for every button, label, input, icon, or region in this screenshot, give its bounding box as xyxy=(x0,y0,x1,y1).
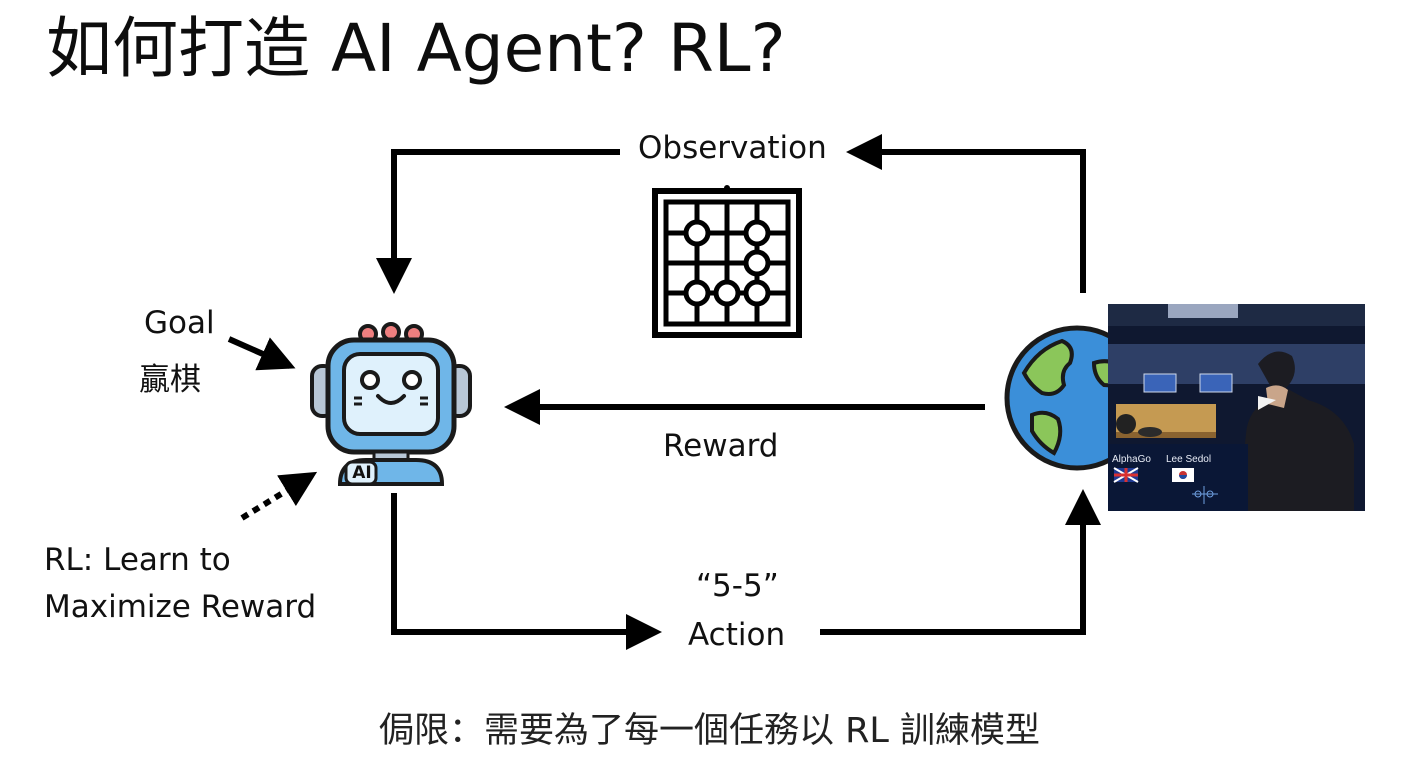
limitation-footer: 侷限：需要為了每一個任務以 RL 訓練模型 xyxy=(378,711,1041,751)
reward-label: Reward xyxy=(663,428,779,464)
rl-label-line2: Maximize Reward xyxy=(44,589,317,625)
go-board-icon xyxy=(652,185,802,338)
observation-label: Observation xyxy=(638,130,827,166)
action-label: Action xyxy=(688,617,786,653)
observation-arrow-right-segment xyxy=(846,134,1086,293)
rl-label-line1: RL: Learn to xyxy=(44,542,231,578)
photo-player-left: AlphaGo xyxy=(1112,454,1151,465)
action-arrow-right-segment xyxy=(820,489,1101,635)
rl-dotted-arrow xyxy=(240,471,318,521)
robot-ai-icon xyxy=(310,322,472,486)
goal-sub-label: 贏棋 xyxy=(139,362,201,398)
action-example-label: “5-5” xyxy=(696,568,779,604)
ai-agent-robot: AI xyxy=(306,320,476,488)
match-photo-illustration: AlphaGo Lee Sedol xyxy=(1108,304,1365,511)
goal-arrow xyxy=(227,336,296,371)
alphago-match-photo: AlphaGo Lee Sedol xyxy=(1108,304,1365,511)
action-arrow-left-segment xyxy=(391,493,662,650)
uk-flag-icon xyxy=(1113,467,1139,483)
korea-flag-icon xyxy=(1172,468,1194,482)
photo-player-right: Lee Sedol xyxy=(1166,454,1211,465)
goal-label: Goal xyxy=(144,305,215,341)
slide-title: 如何打造 AI Agent? RL? xyxy=(46,10,786,87)
agent-badge: AI xyxy=(352,463,372,483)
observation-arrow-left-segment xyxy=(376,149,620,294)
